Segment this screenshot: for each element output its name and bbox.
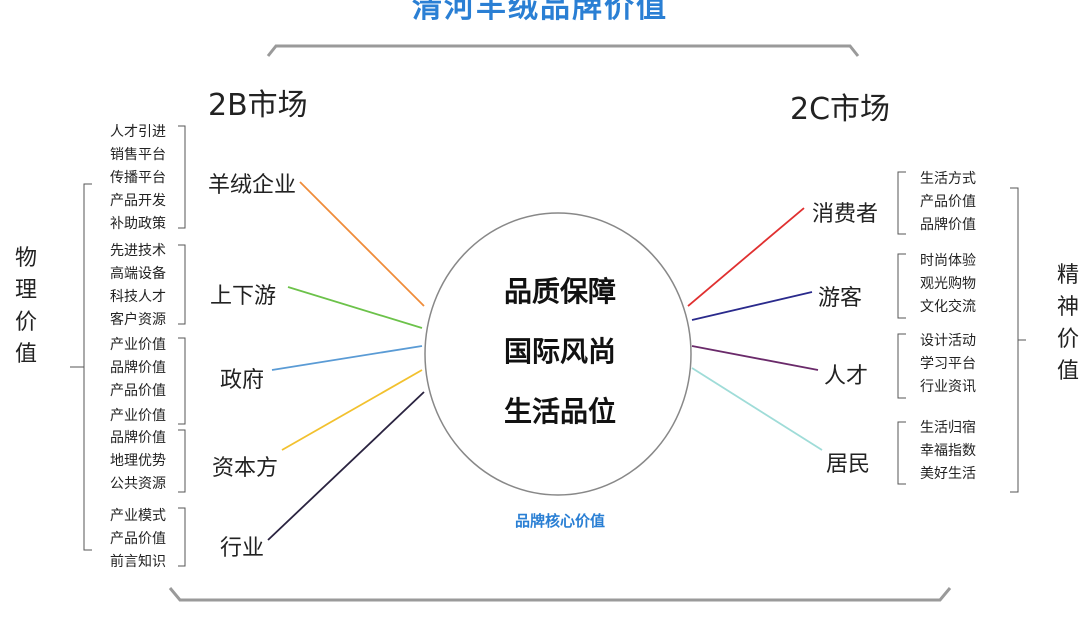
list-item: 公共资源 <box>110 476 166 492</box>
item-bracket <box>897 253 906 319</box>
node-resident: 居民 <box>826 452 871 477</box>
item-group-supply-chain: 先进技术 高端设备 科技人才 客户资源 <box>110 240 166 332</box>
list-item: 设计活动 <box>920 333 976 349</box>
bottom-bracket <box>168 587 952 602</box>
list-item: 品牌价值 <box>110 430 166 446</box>
list-item: 产品价值 <box>920 194 976 210</box>
list-item: 先进技术 <box>110 243 166 259</box>
list-item: 科技人才 <box>110 289 166 305</box>
node-industry: 行业 <box>220 536 265 561</box>
list-item: 学习平台 <box>920 356 976 372</box>
list-item: 观光购物 <box>920 276 976 292</box>
list-item: 客户资源 <box>110 312 166 328</box>
market-2b-label: 2B市场 <box>208 88 308 123</box>
list-item: 补助政策 <box>110 216 166 232</box>
item-group-tourist: 时尚体验 观光购物 文化交流 <box>920 250 976 319</box>
list-item: 产业模式 <box>110 508 166 524</box>
connector-line <box>691 291 813 321</box>
list-item: 产品价值 <box>110 531 166 547</box>
node-government: 政府 <box>220 368 265 393</box>
node-consumer: 消费者 <box>812 202 879 227</box>
item-bracket <box>178 507 186 567</box>
list-item: 传播平台 <box>110 170 166 186</box>
connector-line <box>691 345 819 371</box>
item-group-capital: 品牌价值 地理优势 公共资源 <box>110 427 166 496</box>
connector-line <box>299 181 425 307</box>
connector-line <box>691 367 823 451</box>
left-side-label: 物理价值 <box>14 246 37 367</box>
right-side-label: 精神价值 <box>1056 263 1079 384</box>
item-bracket <box>178 244 186 325</box>
list-item: 生活归宿 <box>920 420 976 436</box>
node-capital: 资本方 <box>212 456 279 481</box>
node-supply-chain: 上下游 <box>210 284 277 309</box>
core-line: 生活品位 <box>503 395 616 428</box>
right-side-bracket <box>1010 187 1019 493</box>
connector-line <box>271 345 423 371</box>
list-item: 前言知识 <box>110 554 166 570</box>
item-group-consumer: 生活方式 产品价值 品牌价值 <box>920 168 976 237</box>
connector-line <box>281 369 423 451</box>
list-item: 品牌价值 <box>110 360 166 376</box>
item-group-enterprise: 人才引进 销售平台 传播平台 产品开发 补助政策 <box>110 121 166 236</box>
list-item: 品牌价值 <box>920 217 976 233</box>
list-item: 产业价值 <box>110 408 166 424</box>
top-bracket <box>266 44 860 57</box>
core-line: 品质保障 <box>503 275 616 308</box>
list-item: 人才引进 <box>110 124 166 140</box>
node-tourist: 游客 <box>818 286 863 311</box>
item-bracket <box>897 333 906 399</box>
diagram-title: 清河羊绒品牌价值 <box>412 0 668 25</box>
list-item: 美好生活 <box>920 466 976 482</box>
list-item: 产品价值 <box>110 383 166 399</box>
connector-line <box>267 391 425 541</box>
connector-line <box>287 286 423 329</box>
node-enterprise: 羊绒企业 <box>208 173 297 198</box>
list-item: 幸福指数 <box>920 443 976 459</box>
connector-line <box>687 207 805 307</box>
list-item: 销售平台 <box>110 147 166 163</box>
item-bracket <box>897 171 906 235</box>
left-side-bracket <box>83 183 92 551</box>
market-2c-label: 2C市场 <box>790 92 891 127</box>
list-item: 地理优势 <box>110 453 166 469</box>
item-group-industry: 产业模式 产品价值 前言知识 <box>110 505 166 574</box>
list-item: 产业价值 <box>110 337 166 353</box>
item-bracket <box>178 337 186 425</box>
list-item: 时尚体验 <box>920 253 976 269</box>
item-group-resident: 生活归宿 幸福指数 美好生活 <box>920 417 976 486</box>
list-item: 文化交流 <box>920 299 976 315</box>
item-group-talent: 设计活动 学习平台 行业资讯 <box>920 330 976 399</box>
core-label: 品牌核心价值 <box>514 512 605 530</box>
list-item: 产品开发 <box>110 193 166 209</box>
core-line: 国际风尚 <box>503 335 616 368</box>
item-bracket <box>178 429 186 493</box>
node-talent: 人才 <box>824 364 869 389</box>
list-item: 行业资讯 <box>920 379 976 395</box>
item-bracket <box>897 421 906 485</box>
item-bracket <box>178 125 186 229</box>
item-group-government: 产业价值 品牌价值 产品价值 产业价值 <box>110 334 166 428</box>
list-item: 高端设备 <box>110 266 166 282</box>
core-circle <box>424 212 692 496</box>
list-item: 生活方式 <box>920 171 976 187</box>
